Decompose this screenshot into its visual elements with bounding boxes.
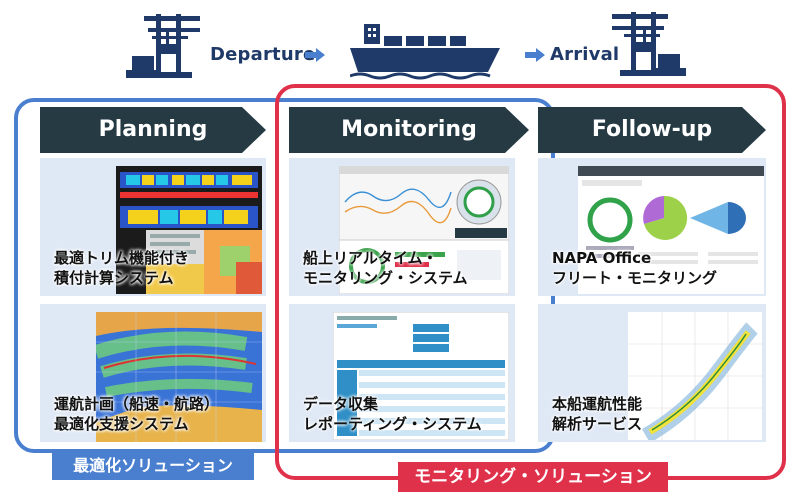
port-crane-icon-right (612, 12, 686, 76)
arrival-label: Arrival (550, 44, 620, 65)
port-crane-icon-left (126, 14, 200, 78)
tile-route-planning-caption: 運航計画（船速・航路） 最適化支援システム (54, 395, 220, 433)
phase-monitoring: Monitoring (289, 107, 529, 153)
scatter-plot-screenshot (628, 312, 762, 440)
voyage-strip: Departure Arrival (0, 0, 800, 92)
phase-planning: Planning (40, 107, 266, 153)
stowage-screenshot (116, 166, 262, 294)
tile-route-planning: 運航計画（船速・航路） 最適化支援システム (40, 304, 266, 442)
tile-performance-analysis-caption: 本船運航性能 解析サービス (552, 395, 643, 433)
tile-onboard-monitoring: 船上リアルタイム・ モニタリング・システム (289, 158, 515, 296)
tile-data-reporting: データ収集 レポーティング・システム (289, 304, 515, 442)
optimization-solution-badge: 最適化ソリューション (52, 452, 254, 480)
arrow-right-icon (305, 48, 325, 62)
tile-fleet-monitoring-caption: NAPA Office フリート・モニタリング (552, 249, 718, 287)
tile-performance-analysis: 本船運航性能 解析サービス (538, 304, 766, 442)
monitoring-solution-badge: モニタリング・ソリューション (398, 462, 668, 492)
voyage-report-screenshot (333, 312, 509, 440)
tile-fleet-monitoring: NAPA Office フリート・モニタリング (538, 158, 766, 296)
arrow-right-icon (525, 48, 545, 62)
tile-trim-stowage-caption: 最適トリム機能付き 積付計算システム (54, 249, 190, 287)
napa-office-screenshot (578, 166, 764, 294)
container-ship-icon (350, 24, 500, 80)
departure-label: Departure (210, 44, 316, 65)
onboard-dashboard-screenshot (339, 166, 509, 294)
phase-followup: Follow-up (538, 107, 766, 153)
tile-data-reporting-caption: データ収集 レポーティング・システム (303, 395, 482, 433)
tile-trim-stowage: 最適トリム機能付き 積付計算システム (40, 158, 266, 296)
route-map-screenshot (96, 312, 262, 442)
tile-onboard-monitoring-caption: 船上リアルタイム・ モニタリング・システム (303, 249, 468, 287)
